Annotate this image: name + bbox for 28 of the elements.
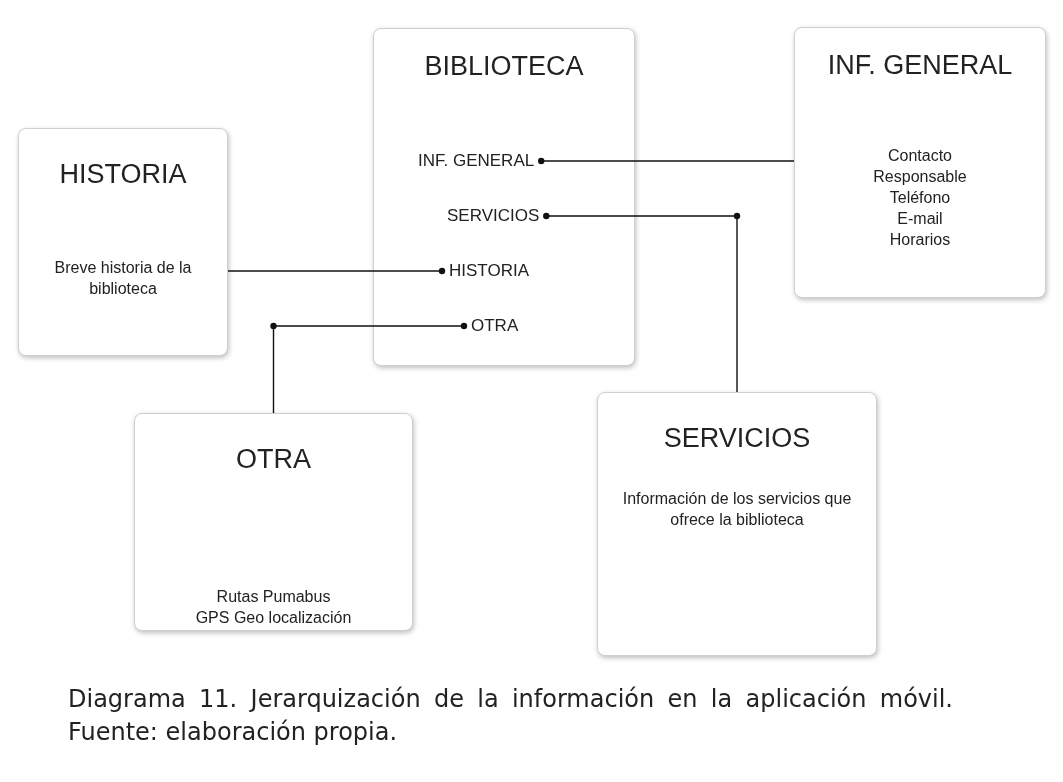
section-box: [597, 392, 877, 656]
list-item: GPS Geo localización: [195, 608, 352, 628]
list-item: E-mail: [897, 209, 943, 229]
menu-item-label: OTRA: [471, 316, 519, 336]
menu-item-label: SERVICIOS: [447, 206, 540, 226]
connector-line: [270, 322, 468, 414]
list-item: Teléfono: [889, 188, 951, 208]
menu-item-label: HISTORIA: [449, 261, 529, 281]
section-box: [18, 128, 228, 356]
menu-item-label: INF. GENERAL: [418, 151, 535, 171]
connector-line: [538, 157, 795, 165]
connector-line: [543, 212, 741, 393]
connector-line: [227, 267, 446, 275]
list-item: Rutas Pumabus: [216, 587, 331, 607]
section-heading: OTRA: [236, 444, 311, 475]
section-box: [794, 27, 1046, 298]
section-description: Información de los servicios que ofrece la biblioteca: [622, 489, 852, 530]
section-heading: SERVICIOS: [663, 423, 811, 454]
section-heading: INF. GENERAL: [827, 50, 1013, 81]
list-item: Responsable: [873, 167, 967, 187]
section-heading: HISTORIA: [59, 159, 187, 190]
section-box: [134, 413, 413, 631]
list-item: Contacto: [887, 146, 952, 166]
list-item: Horarios: [889, 230, 951, 250]
section-box: [373, 28, 635, 366]
figure-caption: Diagrama 11. Jerarquización de la información en la aplicación móvil. Fuente: elaboración propia.: [68, 684, 953, 748]
section-description: Breve historia de la biblioteca: [53, 258, 193, 299]
section-heading: BIBLIOTECA: [424, 51, 584, 82]
